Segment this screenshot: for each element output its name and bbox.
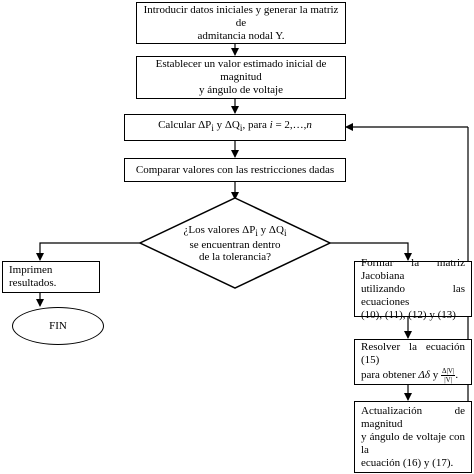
step-print-results: Imprimen resultados.: [2, 261, 100, 293]
step-update-voltage: Actualización de magnitud y ángulo de vo…: [354, 401, 472, 473]
step-init-data: Introducir datos iniciales y generar la …: [136, 2, 346, 44]
step-init-data-line2: admitancia nodal Y.: [197, 29, 285, 42]
step-jacobian-line3: (10), (11), (12) y (13): [361, 308, 456, 321]
step-compare-text: Comparar valores con las restricciones d…: [135, 163, 335, 176]
decision-diamond: [138, 197, 332, 289]
step-init-data-line1: Introducir datos iniciales y generar la …: [143, 3, 339, 29]
step-jacobian: Formar la matriz Jacobiana utilizando la…: [354, 257, 472, 321]
step-initial-estimate-line1: Establecer un valor estimado inicial de …: [155, 58, 327, 83]
step-solve-line1: Resolver la ecuación (15): [361, 340, 465, 366]
step-jacobian-line1: Formar la matriz Jacobiana: [361, 256, 465, 282]
arrow-decision-yes: [36, 242, 140, 261]
step-calculate-mismatch: Calcular ΔPi y ΔQi, para i = 2,…,n: [124, 114, 346, 141]
arrow-decision-jacobian: [330, 242, 412, 261]
decision-text: ¿Los valores ΔPi y ΔQi se encuentran den…: [183, 224, 287, 264]
step-calculate-text: Calcular ΔPi y ΔQi, para i = 2,…,n: [158, 119, 312, 134]
step-solve-equation: Resolver la ecuación (15) para obtener Δ…: [354, 339, 472, 385]
step-jacobian-line2: utilizando las ecuaciones: [361, 282, 465, 308]
step-initial-estimate-line2: y ángulo de voltaje: [198, 84, 283, 96]
step-update-line2: y ángulo de voltaje con la: [361, 430, 465, 456]
step-solve-line2: para obtener Δδ y Δ|V||V|.: [361, 366, 459, 384]
step-print-results-text: Imprimen resultados.: [9, 264, 57, 289]
step-update-line1: Actualización de magnitud: [361, 404, 465, 430]
step-update-line3: ecuación (16) y (17).: [361, 456, 454, 469]
voltage-ratio-fraction: Δ|V||V|: [441, 366, 456, 384]
step-compare-constraints: Comparar valores con las restricciones d…: [124, 158, 346, 182]
end-terminal: FIN: [12, 307, 104, 345]
step-initial-estimate: Establecer un valor estimado inicial de …: [136, 56, 346, 99]
end-terminal-text: FIN: [49, 320, 67, 332]
